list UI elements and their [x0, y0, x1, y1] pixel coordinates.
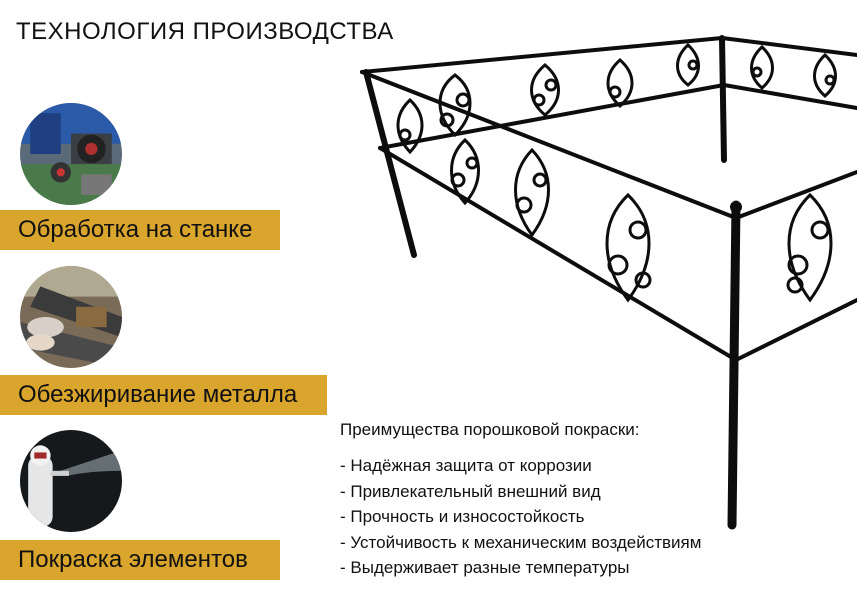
- step-label-painting: Покраска элементов: [0, 540, 280, 580]
- machining-photo: [20, 103, 122, 205]
- benefit-item: - Выдерживает разные температуры: [340, 558, 630, 577]
- benefit-item: - Устойчивость к механическим воздействи…: [340, 532, 702, 552]
- step-label-degreasing: Обезжиривание металла: [0, 375, 327, 415]
- benefit-item: - Привлекательный внешний вид: [340, 481, 601, 501]
- benefits-heading: Преимущества порошковой покраски:: [340, 420, 640, 439]
- painting-photo: [20, 430, 122, 532]
- fence-illustration: [340, 30, 857, 540]
- page-title: ТЕХНОЛОГИЯ ПРОИЗВОДСТВА: [16, 18, 394, 45]
- degreasing-photo: [20, 266, 122, 368]
- benefit-item: - Надёжная защита от коррозии: [340, 456, 592, 475]
- step-label-machining: Обработка на станке: [0, 210, 280, 250]
- benefits-section: Преимущества порошковой покраски: - Надё…: [340, 420, 701, 581]
- benefits-list: - Надёжная защита от коррозии - Привлека…: [340, 453, 701, 581]
- benefit-item: - Прочность и износостойкость: [340, 507, 585, 526]
